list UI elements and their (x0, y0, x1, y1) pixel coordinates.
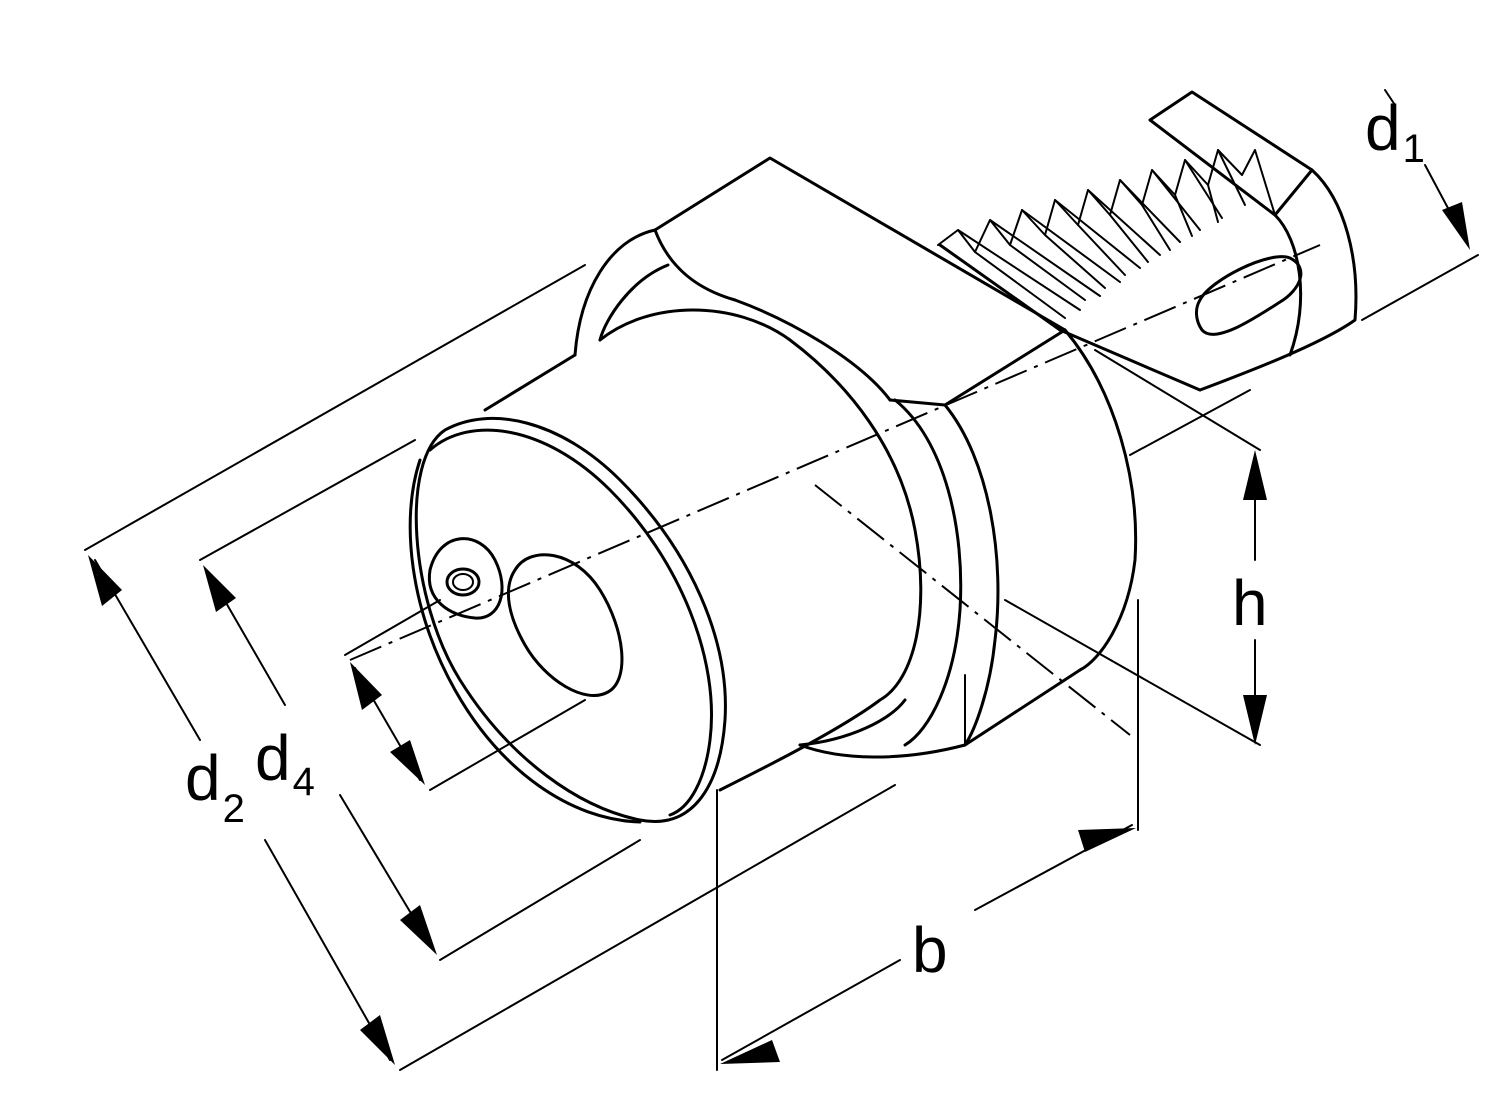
b-arrow-left (720, 1040, 780, 1064)
d4-arrow-top (203, 565, 236, 612)
center-line (349, 244, 1321, 661)
body (573, 156, 1138, 759)
dimension-lines (84, 89, 1479, 1071)
label-d4: d4 (255, 722, 315, 804)
center-line-vertical (814, 484, 1131, 736)
d4-arrow-bottom (400, 905, 437, 955)
label-d1: d1 (1365, 92, 1425, 171)
arrowheads (88, 202, 1470, 1065)
h-arrow-top (1243, 450, 1267, 500)
label-h: h (1232, 567, 1268, 639)
h-arrow-bottom (1243, 695, 1267, 745)
shank-teeth (937, 149, 1276, 319)
bore-arrow-top (350, 662, 382, 710)
b-arrow-right (1078, 828, 1136, 852)
d1-arrow (1442, 202, 1470, 250)
label-d2: d2 (185, 742, 245, 831)
d2-arrow-top (88, 555, 122, 606)
d2-arrow-bottom (360, 1015, 395, 1065)
bore-arrow-bottom (390, 740, 425, 785)
label-b: b (912, 914, 948, 986)
shank (938, 90, 1358, 392)
labels: d1 d2 d4 h b (185, 92, 1425, 986)
front-cylinder (408, 298, 923, 824)
